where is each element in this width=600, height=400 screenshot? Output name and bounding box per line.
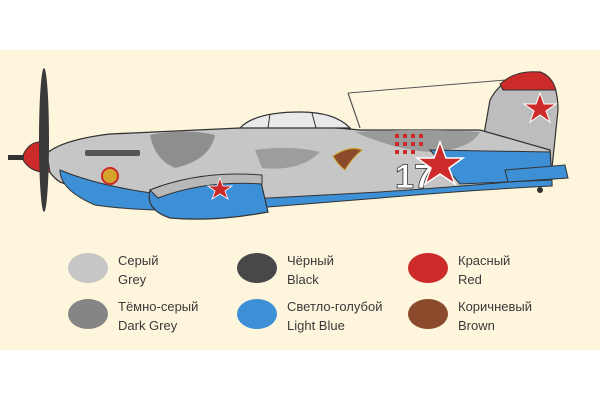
aircraft-profile: 17	[8, 68, 569, 220]
propeller-blade	[39, 68, 49, 212]
tail-wheel	[537, 187, 543, 193]
tail-number: 17	[395, 158, 433, 196]
canopy-frame-1	[267, 113, 271, 129]
swatch-red	[408, 253, 448, 283]
swatch-grey	[68, 253, 108, 283]
tail-red-top	[499, 71, 557, 91]
wing-top	[149, 173, 263, 199]
camo-dark-1	[150, 131, 215, 168]
legend-label: Серый Grey	[118, 251, 158, 289]
legend-label-ru: Красный	[458, 253, 511, 268]
camo-dark-2	[355, 130, 480, 152]
legend-label-ru: Коричневый	[458, 299, 532, 314]
tail-star	[522, 91, 558, 124]
camo-dark-3	[255, 147, 320, 169]
legend-label-en: Grey	[118, 272, 147, 287]
legend-label: Чёрный Black	[287, 251, 334, 289]
swatch-light-blue	[237, 299, 277, 329]
swatch-dark-grey	[68, 299, 108, 329]
cowl-emblem	[101, 167, 119, 185]
antenna-mast	[347, 92, 361, 129]
legend-label: Коричневый Brown	[458, 297, 532, 335]
legend-label: Красный Red	[458, 251, 510, 289]
wing-star	[206, 176, 234, 200]
legend-label-ru: Серый	[118, 253, 159, 268]
legend-label-en: Black	[287, 272, 319, 287]
legend-label-en: Brown	[458, 318, 495, 333]
legend-label-ru: Чёрный	[287, 253, 334, 268]
canopy-frame-2	[311, 112, 317, 129]
legend-label-en: Light Blue	[287, 318, 345, 333]
swatch-brown	[408, 299, 448, 329]
legend-label: Светло-голубой Light Blue	[287, 297, 382, 335]
fuselage-star	[414, 139, 466, 186]
antenna-wire	[347, 77, 531, 94]
eagle-emblem	[332, 148, 363, 171]
illustration-panel: 17 Серый Grey Тёмно-серый Dark Grey Чёрн…	[0, 50, 600, 350]
legend-label-en: Red	[458, 272, 482, 287]
swatch-black	[237, 253, 277, 283]
exhaust-stubs	[85, 150, 140, 156]
legend-label-ru: Светло-голубой	[287, 299, 383, 314]
spinner-tip	[8, 155, 24, 160]
tailplane	[504, 164, 569, 183]
legend-label-en: Dark Grey	[118, 318, 178, 333]
canopy	[238, 111, 352, 129]
victory-marks	[395, 134, 423, 154]
legend-label: Тёмно-серый Dark Grey	[118, 297, 198, 335]
legend-label-ru: Тёмно-серый	[118, 299, 199, 314]
